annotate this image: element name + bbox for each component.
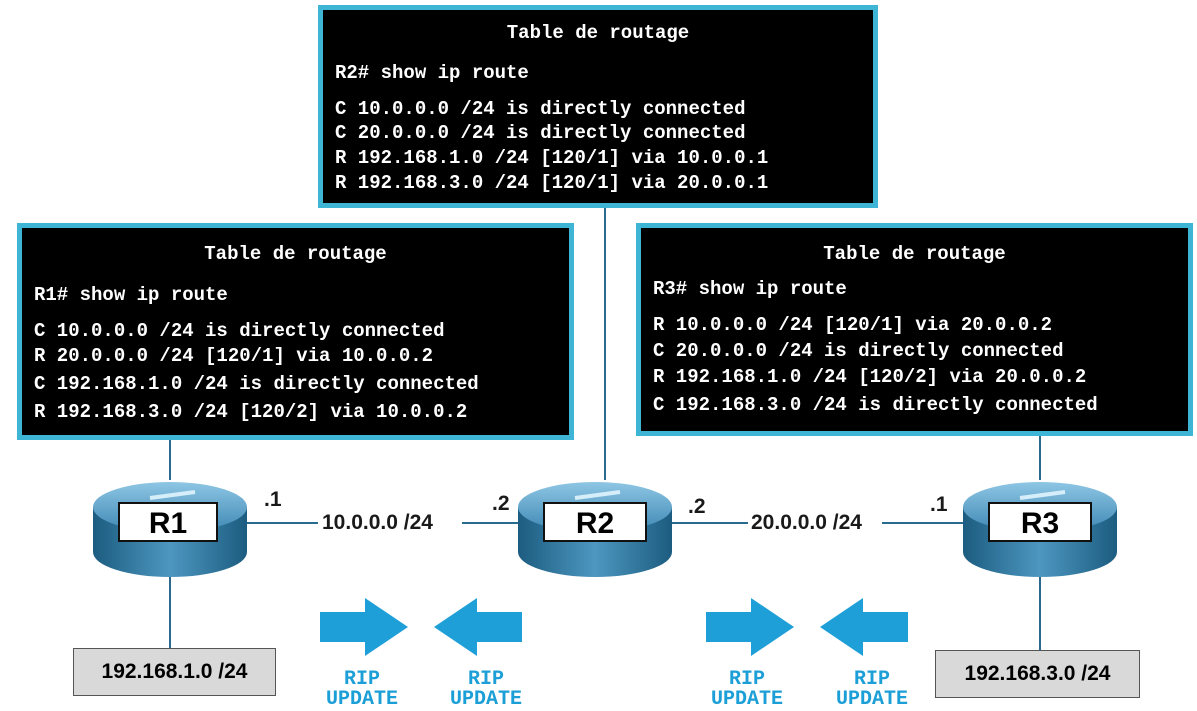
- rip-label-line1: RIP: [853, 668, 890, 691]
- routing-table-r1: Table de routage R1# show ip route C 10.…: [17, 223, 574, 440]
- table-title: Table de routage: [204, 243, 387, 265]
- rip-update-label: RIP UPDATE: [431, 670, 541, 710]
- rip-label-line1: RIP: [343, 668, 380, 691]
- link1-r2-interface: .2: [492, 492, 510, 515]
- lan-192-168-3-box: 192.168.3.0 /24: [935, 650, 1140, 698]
- route-entry: C 192.168.3.0 /24 is directly connected: [653, 394, 1098, 416]
- router-r2-label: R2: [543, 502, 647, 542]
- command-prompt: R3# show ip route: [653, 278, 847, 300]
- router-r3-label: R3: [988, 502, 1092, 542]
- route-entry: R 20.0.0.0 /24 [120/1] via 10.0.0.2: [34, 345, 434, 367]
- connection-lines: [169, 208, 1041, 650]
- rip-label-line2: UPDATE: [449, 688, 522, 711]
- route-entry: C 20.0.0.0 /24 is directly connected: [335, 122, 746, 144]
- link1-r1-interface: .1: [264, 488, 282, 511]
- link1-network-label: 10.0.0.0 /24: [322, 511, 433, 534]
- arrow-left-icon: [434, 598, 522, 656]
- arrow-left-icon: [820, 598, 908, 656]
- lan-192-168-1-box: 192.168.1.0 /24: [73, 648, 276, 696]
- table-title: Table de routage: [506, 22, 690, 44]
- rip-update-label: RIP UPDATE: [307, 670, 417, 710]
- rip-update-label: RIP UPDATE: [692, 670, 802, 710]
- route-entry: C 10.0.0.0 /24 is directly connected: [34, 320, 445, 342]
- arrow-right-icon: [320, 598, 408, 656]
- route-entry: C 20.0.0.0 /24 is directly connected: [653, 340, 1064, 362]
- rip-update-label: RIP UPDATE: [817, 670, 927, 710]
- route-entry: R 192.168.1.0 /24 [120/1] via 10.0.0.1: [335, 147, 769, 169]
- arrow-right-icon: [706, 598, 794, 656]
- rip-label-line1: RIP: [728, 668, 765, 691]
- route-entry: C 10.0.0.0 /24 is directly connected: [335, 98, 746, 120]
- rip-label-line2: UPDATE: [835, 688, 908, 711]
- table-title: Table de routage: [823, 243, 1006, 265]
- command-prompt: R2# show ip route: [335, 62, 529, 84]
- rip-arrows: [320, 598, 908, 656]
- route-entry: R 192.168.1.0 /24 [120/2] via 20.0.0.2: [653, 366, 1087, 388]
- router-r1-label: R1: [118, 502, 218, 542]
- route-entry: C 192.168.1.0 /24 is directly connected: [34, 373, 479, 395]
- route-entry: R 192.168.3.0 /24 [120/2] via 10.0.0.2: [34, 401, 468, 423]
- route-entry: R 192.168.3.0 /24 [120/1] via 20.0.0.1: [335, 172, 769, 194]
- rip-label-line2: UPDATE: [710, 688, 783, 711]
- route-entry: R 10.0.0.0 /24 [120/1] via 20.0.0.2: [653, 314, 1053, 336]
- routing-table-r3: Table de routage R3# show ip route R 10.…: [636, 223, 1193, 436]
- link2-network-label: 20.0.0.0 /24: [751, 511, 862, 534]
- routing-table-r2: Table de routage R2# show ip route C 10.…: [318, 5, 878, 208]
- rip-label-line1: RIP: [467, 668, 504, 691]
- command-prompt: R1# show ip route: [34, 284, 228, 306]
- link2-r2-interface: .2: [688, 495, 706, 518]
- link2-r3-interface: .1: [930, 493, 948, 516]
- rip-label-line2: UPDATE: [325, 688, 398, 711]
